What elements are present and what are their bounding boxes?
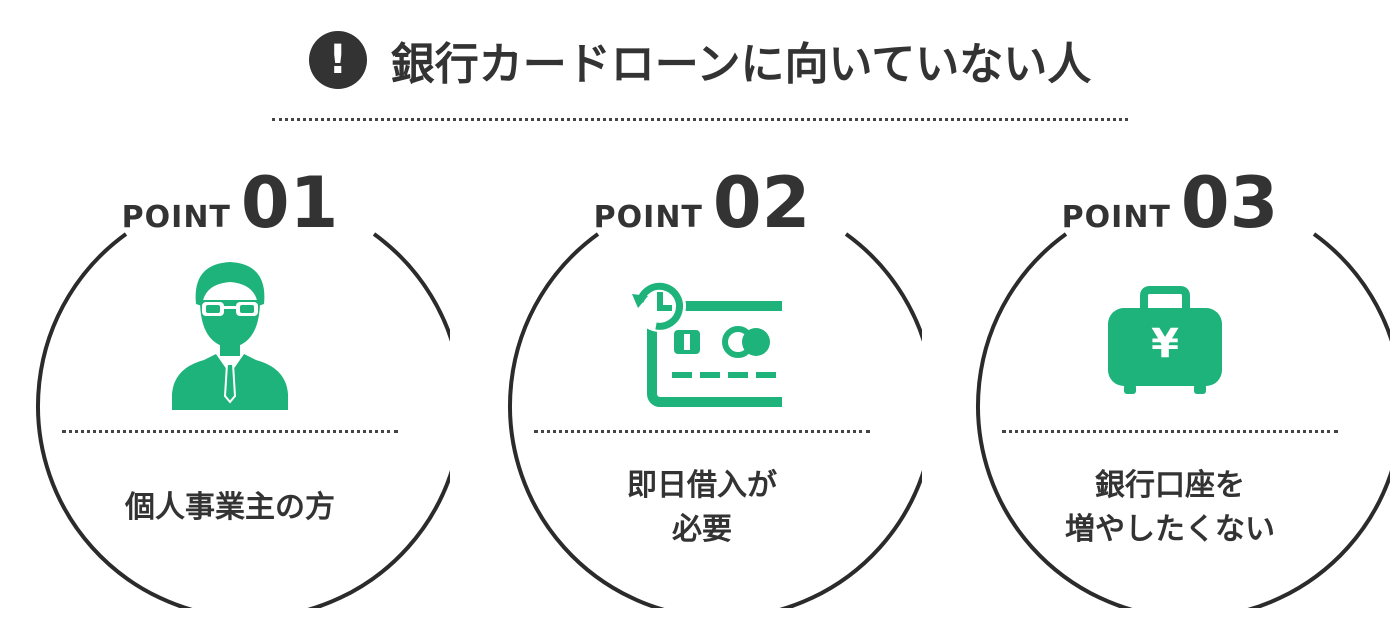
point-label: POINT 03 [950, 168, 1390, 238]
point-word: POINT [1061, 200, 1171, 235]
description-line: 個人事業主の方 [125, 490, 335, 525]
page-title: 銀行カードローンに向いていない人 [390, 39, 1092, 90]
point-description: 個人事業主の方 [70, 458, 390, 558]
point-description: 銀行口座を 増やしたくない [1010, 458, 1330, 558]
point-card-01: POINT 01 個人事業主の方 [10, 168, 450, 608]
point-card-03: POINT 03 ¥ 銀行口座を 増やしたくない [950, 168, 1390, 608]
ring-outline [36, 232, 450, 608]
point-word: POINT [593, 200, 703, 235]
point-description: 即日借入が 必要 [542, 458, 862, 558]
bag-shape [1108, 286, 1222, 394]
point-word: POINT [121, 200, 231, 235]
point-number: 02 [712, 162, 811, 244]
description-line: 銀行口座を [1095, 468, 1245, 503]
point-number: 01 [240, 162, 339, 244]
alert-glyph: ! [328, 37, 347, 83]
yen-glyph: ¥ [1151, 321, 1179, 367]
ring-outline [976, 232, 1390, 608]
card-divider [1002, 430, 1338, 433]
page-heading: ! 銀行カードローンに向いていない人 [0, 28, 1400, 92]
description-line: 即日借入が [627, 468, 777, 503]
credit-card-clock-icon [632, 280, 782, 407]
card-divider [534, 430, 870, 433]
heading-inner: ! 銀行カードローンに向いていない人 [308, 28, 1092, 92]
description-line: 必要 [672, 512, 732, 547]
ring-outline [508, 232, 922, 608]
point-label: POINT 02 [482, 168, 922, 238]
point-card-02: POINT 02 即日借入が 必要 [482, 168, 922, 608]
point-number: 03 [1180, 162, 1279, 244]
card-divider [62, 430, 398, 433]
description-line: 増やしたくない [1065, 512, 1275, 547]
yen-bag-icon: ¥ [1106, 286, 1224, 398]
point-label: POINT 01 [10, 168, 450, 238]
businessman-icon [172, 262, 288, 410]
exclamation-circle-icon: ! [308, 31, 367, 89]
heading-divider [272, 118, 1128, 121]
